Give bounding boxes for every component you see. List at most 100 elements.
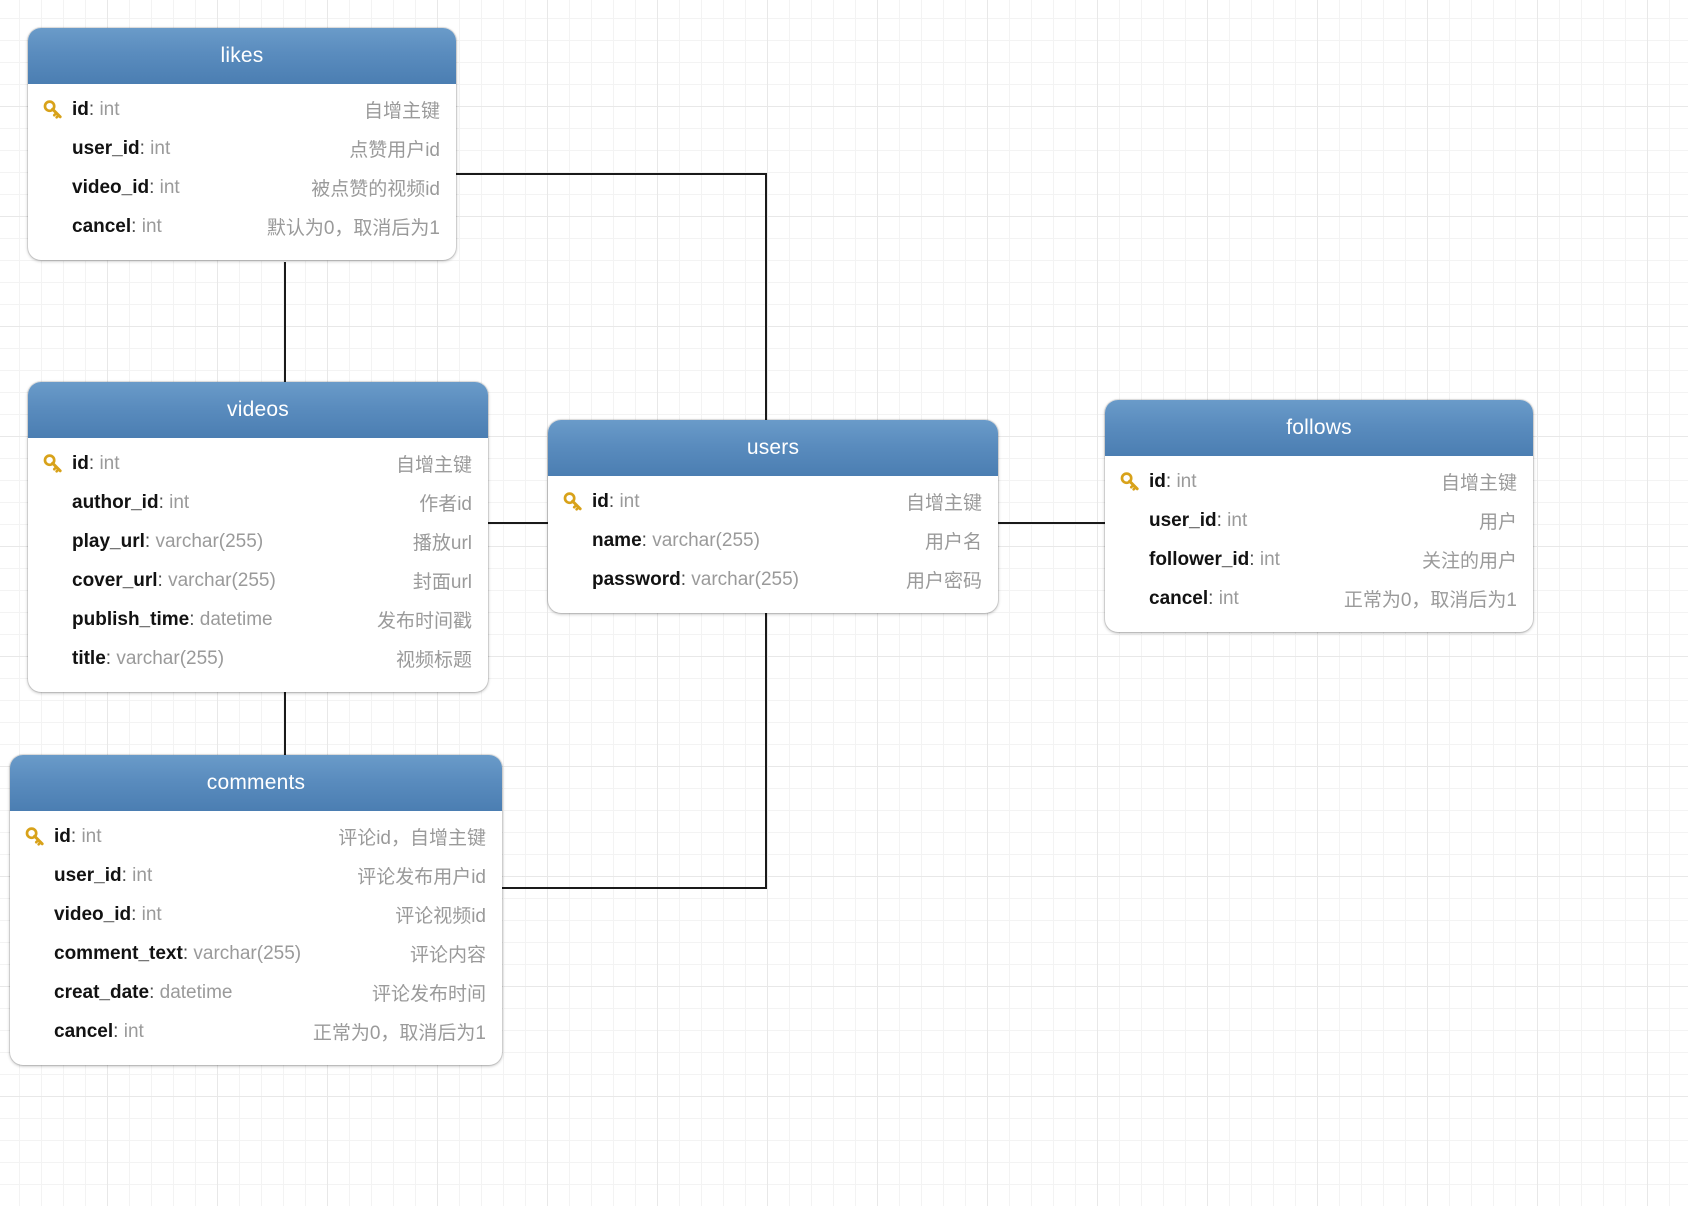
field-type: varchar(255) [168,569,276,591]
key-icon-placeholder [24,942,54,966]
field-row[interactable]: cover_url: varchar(255)封面url [28,561,488,600]
field-type: int [141,215,162,237]
field-colon: : [158,491,170,513]
field-comment: 用户密码 [905,571,982,592]
field-name: video_id [72,176,150,198]
field-type: int [1218,587,1239,609]
field-comment: 评论内容 [409,945,486,966]
field-name: follower_id [1149,548,1250,570]
field-colon: : [1165,470,1177,492]
key-icon-placeholder [1119,548,1149,572]
key-icon-placeholder [562,529,592,553]
field-name: title [72,647,106,669]
key-icon-placeholder [42,137,72,161]
field-row[interactable]: follower_id: int 关注的用户 [1105,540,1533,579]
field-signature: cover_url: varchar(255) [72,570,276,592]
field-type: varchar(255) [691,568,799,590]
field-signature: video_id: int [72,177,180,199]
key-icon-placeholder [42,530,72,554]
field-comment: 评论发布时间 [371,984,486,1005]
field-name: play_url [72,530,145,552]
field-signature: user_id: int [54,865,152,887]
field-type: int [141,903,162,925]
field-signature: cancel: int [1149,588,1239,610]
field-colon: : [105,647,117,669]
field-type: int [159,176,180,198]
field-comment: 作者id [419,494,472,515]
field-row[interactable]: play_url: varchar(255)播放url [28,522,488,561]
field-signature: cancel: int [54,1021,144,1043]
field-row[interactable]: author_id: int 作者id [28,483,488,522]
entity-title-users: users [548,420,998,476]
field-row[interactable]: cancel: int 默认为0，取消后为1 [28,207,456,246]
field-colon: : [1249,548,1260,570]
field-signature: author_id: int [72,492,189,514]
field-row[interactable]: creat_date: datetime 评论发布时间 [10,973,502,1012]
field-signature: cancel: int [72,216,162,238]
field-colon: : [1216,509,1228,531]
field-comment: 被点赞的视频id [311,179,440,200]
field-name: user_id [1149,509,1217,531]
field-colon: : [139,137,151,159]
field-colon: : [88,98,100,120]
field-comment: 关注的用户 [1421,551,1517,572]
field-name: video_id [54,903,132,925]
field-signature: id: int [1149,471,1197,493]
field-comment: 默认为0，取消后为1 [266,218,440,239]
field-name: name [592,529,642,551]
key-icon-placeholder [42,569,72,593]
field-row[interactable]: comment_text: varchar(255) 评论内容 [10,934,502,973]
key-icon-placeholder [24,903,54,927]
relation-likes-to-users [456,173,767,420]
field-colon: : [641,529,653,551]
field-colon: : [149,981,160,1003]
field-colon: : [121,864,133,886]
field-name: user_id [54,864,122,886]
field-name: cover_url [72,569,158,591]
key-icon-placeholder [42,176,72,200]
field-type: int [81,825,102,847]
field-colon: : [680,568,692,590]
field-row[interactable]: cancel: int 正常为0，取消后为1 [1105,579,1533,618]
field-signature: creat_date: datetime [54,982,233,1004]
field-row[interactable]: name: varchar(255)用户名 [548,521,998,560]
field-signature: follower_id: int [1149,549,1280,571]
field-signature: id: int [72,99,120,121]
field-colon: : [70,825,82,847]
field-type: varchar(255) [116,647,225,669]
field-type: int [169,491,190,513]
field-colon: : [113,1020,124,1042]
field-comment: 正常为0，取消后为1 [1343,590,1517,611]
field-colon: : [608,490,620,512]
field-comment: 点赞用户id [349,140,440,161]
field-signature: comment_text: varchar(255) [54,943,301,965]
field-signature: user_id: int [72,138,170,160]
field-row[interactable]: video_id: int 被点赞的视频id [28,168,456,207]
field-comment: 评论视频id [395,906,486,927]
field-signature: user_id: int [1149,510,1247,532]
field-row[interactable]: title: varchar(255)视频标题 [28,639,488,678]
entity-title-videos: videos [28,382,488,438]
field-colon: : [189,608,200,630]
key-icon-placeholder [24,981,54,1005]
field-type: datetime [159,981,233,1003]
field-row[interactable]: user_id: int 点赞用户id [28,129,456,168]
field-row[interactable]: password: varchar(255)用户密码 [548,560,998,599]
